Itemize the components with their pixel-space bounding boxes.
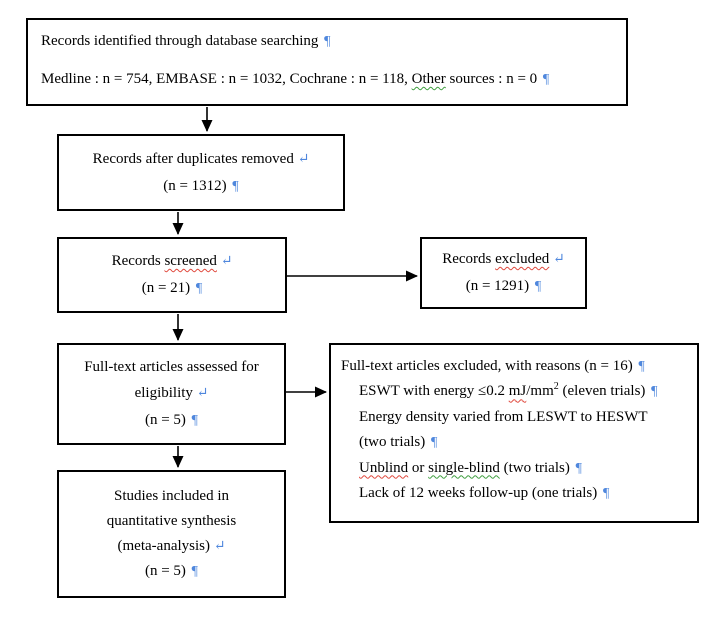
text-line: Full-text articles assessed for: [84, 354, 259, 380]
text-segment: Full-text articles assessed for: [84, 359, 259, 375]
text-segment: (two trials): [499, 459, 574, 476]
text-line: (n = 21) ¶: [142, 275, 203, 302]
soft-return-icon: ↵: [297, 151, 310, 167]
pilcrow-mark-icon: ¶: [638, 359, 645, 374]
text-segment: Other: [411, 71, 446, 87]
text-line: (n = 5) ¶: [145, 407, 198, 434]
text-segment: Lack of 12 weeks follow-up (one trials): [359, 485, 602, 502]
pilcrow-mark-icon: ¶: [575, 460, 582, 476]
text-line: (meta-analysis) ↵: [118, 534, 226, 559]
text-segment: Medline : n = 754, EMBASE : n = 1032, Co…: [41, 71, 412, 87]
box-fulltext-excluded-reasons[interactable]: Full-text articles excluded, with reason…: [329, 343, 699, 523]
text-line: (two trials) ¶: [341, 430, 693, 455]
box-records-identified[interactable]: Records identified through database sear…: [26, 18, 628, 106]
soft-return-icon: ↵: [220, 254, 233, 269]
text-segment: Records identified through database sear…: [41, 33, 323, 49]
text-line: (n = 1312) ¶: [163, 173, 239, 200]
text-segment: Records: [442, 251, 496, 267]
text-line: quantitative synthesis: [107, 509, 237, 534]
pilcrow-mark-icon: ¶: [542, 72, 550, 87]
pilcrow-mark-icon: ¶: [195, 281, 203, 296]
pilcrow-mark-icon: ¶: [324, 34, 331, 49]
text-segment: (meta-analysis): [117, 538, 214, 554]
text-line: (n = 1291) ¶: [466, 273, 542, 300]
box-records-screened[interactable]: Records screened ↵(n = 21) ¶: [57, 237, 287, 313]
pilcrow-mark-icon: ¶: [651, 384, 658, 400]
soft-return-icon: ↵: [213, 539, 226, 554]
text-segment: /mm: [526, 383, 554, 400]
text-segment: (eleven trials): [558, 383, 650, 400]
text-segment: screened: [164, 253, 217, 269]
pilcrow-mark-icon: ¶: [191, 564, 199, 579]
text-line: Records identified through database sear…: [41, 31, 620, 52]
box-fulltext-assessed[interactable]: Full-text articles assessed for eligibili…: [57, 343, 286, 445]
box-studies-included[interactable]: Studies included in quantitative synthesi…: [57, 470, 286, 598]
text-segment: (n = 5): [144, 412, 190, 428]
text-segment: or: [408, 459, 429, 476]
text-segment: sources : n = 0: [445, 71, 541, 87]
text-segment: mJ: [508, 383, 527, 400]
text-line: Full-text articles excluded, with reason…: [341, 354, 693, 379]
text-segment: single-blind: [428, 459, 500, 476]
pilcrow-mark-icon: ¶: [534, 279, 542, 294]
box-records-after-duplicates-removed[interactable]: Records after duplicates removed ↵(n = 1…: [57, 134, 345, 211]
text-segment: ESWT with energy ≤0.2: [359, 383, 509, 400]
text-segment: Unblind: [359, 459, 409, 476]
text-segment: Studies included in: [114, 488, 229, 504]
text-line: ESWT with energy ≤0.2 mJ/mm2 (eleven tri…: [341, 379, 693, 404]
text-line: Records excluded ↵: [442, 246, 565, 273]
text-line: Energy density varied from LESWT to HESW…: [341, 405, 693, 430]
text-line: Records after duplicates removed ↵: [93, 146, 310, 173]
text-segment: (n = 1291): [465, 278, 533, 294]
pilcrow-mark-icon: ¶: [430, 435, 438, 451]
text-line: (n = 5) ¶: [145, 559, 198, 584]
soft-return-icon: ↵: [553, 252, 565, 267]
pilcrow-mark-icon: ¶: [603, 486, 610, 502]
text-segment: eligibility: [134, 385, 197, 401]
text-line: Lack of 12 weeks follow-up (one trials) …: [341, 481, 693, 506]
text-line: Unblind or single-blind (two trials) ¶: [341, 456, 693, 481]
soft-return-icon: ↵: [196, 386, 209, 401]
text-segment: (n = 21): [141, 280, 194, 296]
text-line: Medline : n = 754, EMBASE : n = 1032, Co…: [41, 69, 620, 90]
text-segment: (two trials): [359, 434, 429, 451]
text-segment: quantitative synthesis: [106, 513, 237, 529]
pilcrow-mark-icon: ¶: [191, 413, 199, 428]
box-records-excluded[interactable]: Records excluded ↵(n = 1291) ¶: [420, 237, 587, 309]
text-segment: excluded: [495, 251, 550, 267]
text-line: eligibility ↵: [135, 380, 209, 407]
text-segment: (n = 5): [144, 563, 190, 579]
text-segment: Records: [111, 253, 165, 269]
text-segment: 2: [553, 381, 559, 393]
text-segment: Records after duplicates removed: [92, 150, 298, 167]
pilcrow-mark-icon: ¶: [232, 178, 239, 194]
text-segment: Full-text articles excluded, with reason…: [341, 358, 637, 374]
text-segment: Energy density varied from LESWT to HESW…: [359, 408, 648, 425]
text-line: Records screened ↵: [112, 248, 233, 275]
text-segment: (n = 1312): [163, 177, 231, 194]
text-line: Studies included in: [114, 484, 229, 509]
